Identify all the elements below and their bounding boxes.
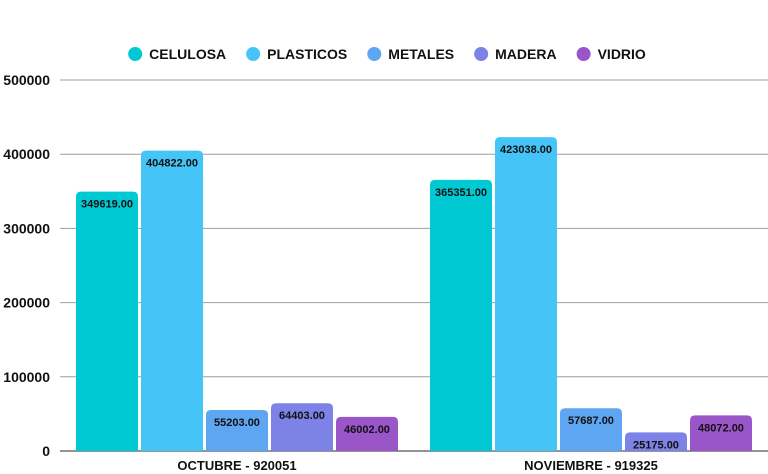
legend-item-celulosa: CELULOSA	[128, 46, 226, 62]
bar-madera-2	[625, 432, 687, 451]
chart-bars: 349619.00 404822.00 55203.00 64403.00 46002.…	[76, 137, 752, 451]
y-tick-label: 0	[42, 443, 50, 459]
x-category-label: OCTUBRE - 920051	[177, 458, 296, 473]
legend-item-metales: METALES	[367, 46, 454, 62]
y-tick-label: 400000	[3, 146, 50, 162]
bar-value-label: 423038.00	[500, 144, 552, 156]
x-axis: OCTUBRE - 920051 NOVIEMBRE - 919325	[177, 458, 657, 473]
legend-item-madera: MADERA	[474, 46, 557, 62]
bar-value-label: 57687.00	[568, 415, 614, 427]
legend-swatch	[246, 47, 261, 61]
bar-value-label: 48072.00	[698, 422, 744, 434]
legend-label: MADERA	[495, 46, 556, 62]
y-tick-label: 200000	[3, 295, 50, 311]
bar-value-label: 64403.00	[279, 410, 325, 422]
bar-value-label: 365351.00	[435, 187, 487, 199]
legend-item-vidrio: VIDRIO	[576, 46, 646, 62]
x-category-label: NOVIEMBRE - 919325	[524, 458, 658, 473]
bar-celulosa-2	[430, 179, 492, 452]
bar-value-label: 55203.00	[214, 417, 260, 429]
bar-plasticos-1	[141, 150, 203, 451]
bar-value-label: 25175.00	[633, 439, 679, 451]
legend-swatch	[576, 47, 591, 61]
legend-label: METALES	[388, 46, 454, 62]
y-tick-label: 300000	[3, 220, 50, 236]
bar-metales-2	[560, 408, 622, 451]
bar-metales-1	[206, 410, 268, 451]
legend-item-plasticos: PLASTICOS	[246, 46, 347, 62]
legend-label: VIDRIO	[598, 46, 646, 62]
legend-label: CELULOSA	[149, 46, 226, 62]
bar-celulosa-1	[76, 191, 138, 451]
y-tick-label: 500000	[3, 72, 50, 88]
legend-swatch	[367, 47, 382, 61]
bar-vidrio-2	[690, 415, 752, 451]
chart-legend: CELULOSA PLASTICOS METALES MADERA VIDRIO	[128, 46, 646, 62]
bar-plasticos-2	[495, 137, 557, 451]
legend-swatch	[474, 47, 489, 61]
legend-label: PLASTICOS	[267, 46, 347, 62]
y-tick-label: 100000	[3, 369, 50, 385]
bar-value-label: 404822.00	[146, 158, 198, 170]
y-axis: 0 100000 200000 300000 400000 500000	[3, 72, 50, 459]
legend-swatch	[128, 47, 143, 61]
bar-value-label: 46002.00	[344, 424, 390, 436]
bar-value-label: 349619.00	[81, 199, 133, 211]
bar-madera-1	[271, 403, 333, 451]
bar-vidrio-1	[336, 416, 398, 451]
